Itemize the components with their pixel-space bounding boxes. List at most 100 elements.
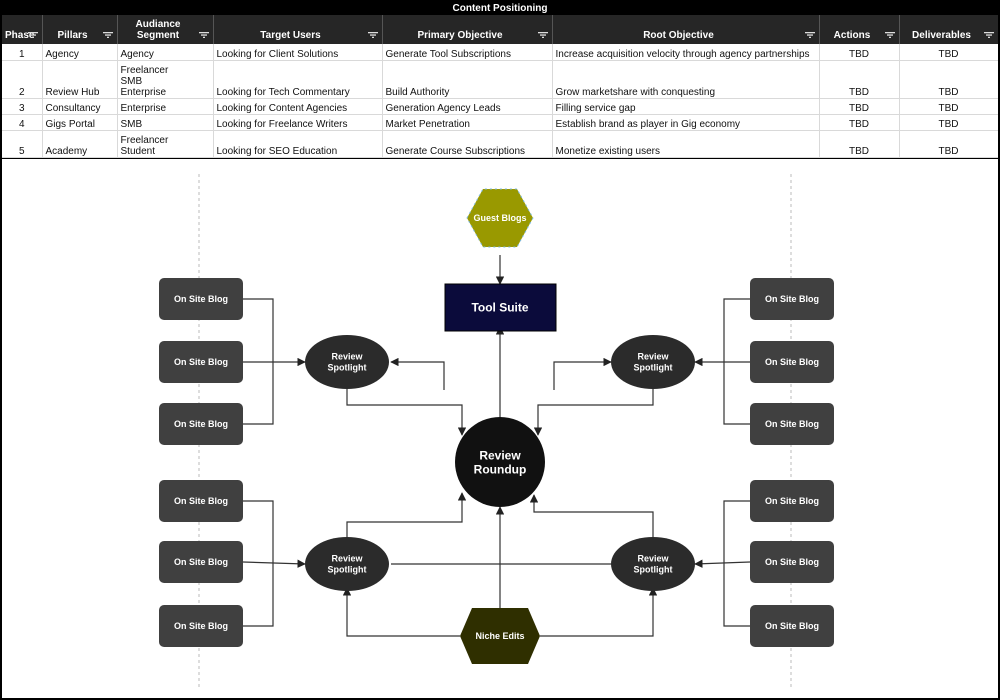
tool-to-spotlight-arrow — [390, 357, 445, 390]
cell-pillar[interactable]: Academy — [42, 130, 118, 158]
column-header-label: Root Objective — [643, 30, 714, 41]
cell-actions[interactable]: TBD — [819, 130, 900, 158]
review-spotlight-node[interactable] — [305, 537, 389, 591]
review-spotlight-label: Review — [331, 554, 363, 564]
divider — [2, 157, 998, 159]
filter-icon[interactable] — [198, 32, 209, 38]
on-site-blog-label: On Site Blog — [765, 621, 819, 631]
on-site-blog-node[interactable] — [750, 605, 834, 647]
cell-deliverables[interactable]: TBD — [899, 98, 998, 115]
filter-icon[interactable] — [804, 32, 815, 38]
review-spotlight-node[interactable] — [305, 335, 389, 389]
cell-pillar[interactable]: Gigs Portal — [42, 114, 118, 131]
spotlight-to-roundup-arrow — [346, 385, 467, 436]
on-site-blog-node[interactable] — [159, 341, 243, 383]
filter-icon[interactable] — [537, 32, 548, 38]
on-site-blog-node[interactable] — [750, 278, 834, 320]
cell-phase[interactable]: 4 — [2, 114, 43, 131]
guest-blogs-node[interactable] — [466, 188, 534, 248]
cell-segment[interactable]: SMB — [117, 114, 214, 131]
filter-icon[interactable] — [367, 32, 378, 38]
on-site-blog-label: On Site Blog — [174, 496, 228, 506]
column-header[interactable]: Deliverables — [899, 15, 998, 44]
on-site-blog-node[interactable] — [159, 541, 243, 583]
tool-to-spotlight-arrow — [553, 357, 612, 390]
filter-icon[interactable] — [884, 32, 895, 38]
column-header[interactable]: Audiance Segment — [117, 15, 214, 44]
filter-icon[interactable] — [27, 32, 38, 38]
column-header[interactable]: Target Users — [213, 15, 383, 44]
cell-phase[interactable]: 1 — [2, 44, 43, 61]
cell-pillar[interactable]: Agency — [42, 44, 118, 61]
column-header[interactable]: Primary Objective — [382, 15, 553, 44]
on-site-blog-node[interactable] — [159, 605, 243, 647]
guest-blogs-label: Guest Blogs — [473, 213, 526, 223]
on-site-blog-node[interactable] — [159, 480, 243, 522]
column-header[interactable]: Root Objective — [552, 15, 820, 44]
column-header-label: Primary Objective — [417, 30, 503, 41]
review-spotlight-label: Spotlight — [328, 565, 367, 575]
cell-target[interactable]: Looking for Tech Commentary — [213, 60, 383, 99]
cell-primary[interactable]: Generate Course Subscriptions — [382, 130, 553, 158]
niche-edits-label: Niche Edits — [475, 631, 524, 641]
column-header[interactable]: Actions — [819, 15, 900, 44]
cell-segment[interactable]: Agency — [117, 44, 214, 61]
blog-bracket-line — [243, 500, 274, 627]
cell-root[interactable]: Grow marketshare with conquesting — [552, 60, 820, 99]
segment-line: Agency — [120, 48, 154, 60]
review-spotlight-node[interactable] — [611, 537, 695, 591]
blog-bracket-line — [723, 500, 750, 627]
cell-primary[interactable]: Market Penetration — [382, 114, 553, 131]
cell-root[interactable]: Establish brand as player in Gig economy — [552, 114, 820, 131]
spotlight-to-roundup-arrow — [529, 494, 654, 541]
cell-segment[interactable]: Enterprise — [117, 98, 214, 115]
cell-deliverables[interactable]: TBD — [899, 60, 998, 99]
segment-line: Student — [120, 145, 155, 157]
cell-deliverables[interactable]: TBD — [899, 44, 998, 61]
cell-primary[interactable]: Build Authority — [382, 60, 553, 99]
on-site-blog-node[interactable] — [750, 341, 834, 383]
filter-icon[interactable] — [102, 32, 113, 38]
review-roundup-label: Review — [479, 448, 521, 462]
cell-actions[interactable]: TBD — [819, 114, 900, 131]
segment-line: Freelancer — [120, 64, 169, 76]
column-header-label: Phase — [5, 30, 35, 41]
cell-target[interactable]: Looking for SEO Education — [213, 130, 383, 158]
tool-suite-node[interactable] — [444, 283, 557, 332]
cell-pillar[interactable]: Consultancy — [42, 98, 118, 115]
on-site-blog-node[interactable] — [750, 403, 834, 445]
cell-target[interactable]: Looking for Content Agencies — [213, 98, 383, 115]
cell-root[interactable]: Monetize existing users — [552, 130, 820, 158]
on-site-blog-node[interactable] — [750, 480, 834, 522]
cell-primary[interactable]: Generate Tool Subscriptions — [382, 44, 553, 61]
cell-phase[interactable]: 2 — [2, 60, 43, 99]
cell-root[interactable]: Filling service gap — [552, 98, 820, 115]
on-site-blog-node[interactable] — [159, 278, 243, 320]
cell-target[interactable]: Looking for Freelance Writers — [213, 114, 383, 131]
column-header[interactable]: Phase — [2, 15, 43, 44]
cell-actions[interactable]: TBD — [819, 60, 900, 99]
on-site-blog-label: On Site Blog — [765, 496, 819, 506]
cell-actions[interactable]: TBD — [819, 44, 900, 61]
review-roundup-node[interactable] — [455, 417, 545, 507]
cell-deliverables[interactable]: TBD — [899, 114, 998, 131]
cell-phase[interactable]: 3 — [2, 98, 43, 115]
cell-actions[interactable]: TBD — [819, 98, 900, 115]
cell-deliverables[interactable]: TBD — [899, 130, 998, 158]
on-site-blog-node[interactable] — [750, 541, 834, 583]
cell-pillar[interactable]: Review Hub — [42, 60, 118, 99]
cell-primary[interactable]: Generation Agency Leads — [382, 98, 553, 115]
cell-root[interactable]: Increase acquisition velocity through ag… — [552, 44, 820, 61]
cell-phase[interactable]: 5 — [2, 130, 43, 158]
cell-target[interactable]: Looking for Client Solutions — [213, 44, 383, 61]
niche-edits-node[interactable] — [460, 608, 540, 664]
column-header-label: Target Users — [260, 30, 321, 41]
on-site-blog-node[interactable] — [159, 403, 243, 445]
connector-layer — [242, 255, 751, 637]
review-spotlight-node[interactable] — [611, 335, 695, 389]
filter-icon[interactable] — [983, 32, 994, 38]
column-header[interactable]: Pillars — [42, 15, 118, 44]
